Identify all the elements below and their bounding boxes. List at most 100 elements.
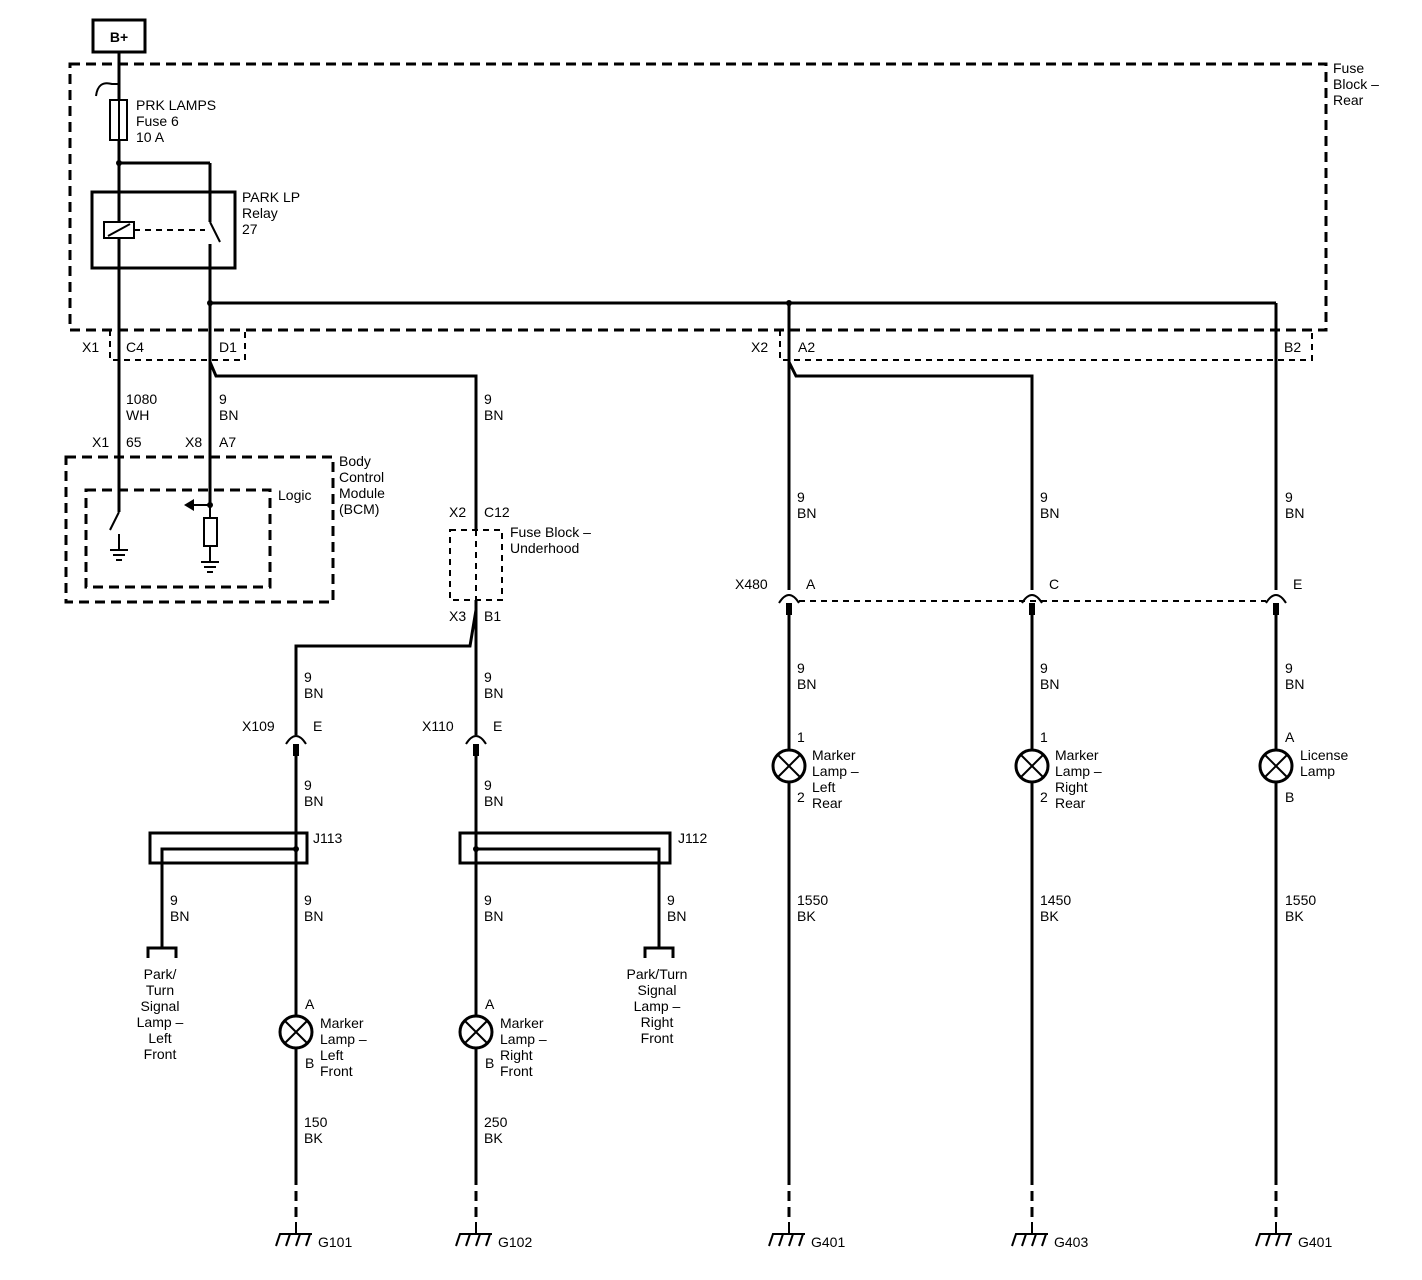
wire-label: 9 — [219, 391, 227, 407]
wire-label: 9 — [170, 892, 178, 908]
lamp-pin: A — [305, 996, 315, 1012]
connector-x480-c-icon — [1021, 594, 1043, 604]
lamp-label: Turn — [146, 982, 174, 998]
ground-g401-right: G401 — [1255, 1222, 1332, 1250]
lamp-label: Park/ — [144, 966, 177, 982]
connector-x1-outline — [109, 330, 246, 361]
lamp-label: Right — [500, 1047, 533, 1063]
bcm-outline — [64, 455, 335, 604]
lamp-label: Front — [641, 1030, 674, 1046]
chassis-ground-icon — [768, 1222, 805, 1247]
bcm-pin-x8: X8 — [185, 434, 202, 450]
splice-j113-label: J113 — [313, 830, 343, 846]
lamp-label: Marker — [812, 747, 856, 763]
lamp-label: Front — [320, 1063, 353, 1079]
connector-x110-icon — [465, 735, 487, 745]
splice-j112-label: J112 — [678, 830, 708, 846]
wire-label: 9 — [304, 777, 312, 793]
wire-label: 9 — [484, 892, 492, 908]
connector-x110-pin: E — [493, 718, 502, 734]
bcm-logic-label: Logic — [278, 487, 311, 503]
lamp-label: Front — [144, 1046, 177, 1062]
lamp-pin: B — [485, 1055, 494, 1071]
lamp-label: Marker — [320, 1015, 364, 1031]
conn-c4: C4 — [126, 339, 144, 355]
fuse-block-rear-title-3: Rear — [1333, 92, 1364, 108]
wire-label: BN — [484, 685, 503, 701]
lamp-label: Lamp – — [812, 763, 859, 779]
lamp-label: Marker — [1055, 747, 1099, 763]
conn-d1: D1 — [219, 339, 237, 355]
wire-label: 9 — [667, 892, 675, 908]
connector-x480-pin-c: C — [1049, 576, 1059, 592]
relay-label-1: PARK LP — [242, 189, 300, 205]
relay-label-3: 27 — [242, 221, 258, 237]
fbu-c12: C12 — [484, 504, 510, 520]
wire-label: 9 — [1040, 660, 1048, 676]
fbu-x3: X3 — [449, 608, 466, 624]
fbu-x2: X2 — [449, 504, 466, 520]
wire-label: BN — [484, 793, 503, 809]
connector-x480-a-icon — [778, 594, 800, 604]
ground-label: G101 — [318, 1234, 352, 1250]
wire-to-x109 — [294, 609, 478, 735]
fbu-title-1: Fuse Block – — [510, 524, 591, 540]
ground-g101: G101 — [275, 1222, 352, 1250]
lamp-pin: A — [1285, 729, 1295, 745]
bcm-title-4: (BCM) — [339, 501, 379, 517]
fuse-block-rear-title-1: Fuse — [1333, 60, 1364, 76]
connector-x480-e-icon — [1265, 594, 1287, 604]
lamp-label: Signal — [638, 982, 677, 998]
connector-x480-label: X480 — [735, 576, 768, 592]
wire-label: BN — [484, 407, 503, 423]
wire-label: 9 — [1285, 660, 1293, 676]
lamp-marker-left-rear: 1 2 Marker Lamp – Left Rear — [771, 729, 859, 811]
lamp-label: Lamp — [1300, 763, 1335, 779]
wire-label: BK — [304, 1130, 323, 1146]
ground-g403: G403 — [1011, 1222, 1088, 1250]
wire-label: BN — [170, 908, 189, 924]
battery-positive-box: B+ — [91, 18, 147, 54]
wire-label: 9 — [484, 669, 492, 685]
bcm-logic-outline — [84, 488, 272, 589]
wire-label: 9 — [484, 777, 492, 793]
wire-label: BN — [1285, 676, 1304, 692]
bcm-pin-x1: X1 — [92, 434, 109, 450]
ground-label: G102 — [498, 1234, 532, 1250]
wire-label: BN — [797, 676, 816, 692]
wire-label: BN — [304, 908, 323, 924]
fuse-label-2: Fuse 6 — [136, 113, 179, 129]
connector-x110-label: X110 — [422, 718, 454, 734]
lamp-pin: 2 — [797, 789, 805, 805]
lamp-label: Rear — [812, 795, 843, 811]
lamp-label: Marker — [500, 1015, 544, 1031]
wire-label: BK — [1285, 908, 1304, 924]
fuse-label-3: 10 A — [136, 129, 165, 145]
lamp-label: Left — [320, 1047, 343, 1063]
fuse-label-1: PRK LAMPS — [136, 97, 216, 113]
connector-x109-icon — [285, 735, 307, 745]
chassis-ground-icon — [1255, 1222, 1292, 1247]
bcm-title-1: Body — [339, 453, 371, 469]
wire-label: 9 — [797, 660, 805, 676]
fuse-block-rear-outline — [68, 62, 1328, 332]
conn-x2: X2 — [751, 339, 768, 355]
bcm-pin-65: 65 — [126, 434, 142, 450]
wire-label: 9 — [1040, 489, 1048, 505]
wire-label: 9 — [797, 489, 805, 505]
ground-g401-left: G401 — [768, 1222, 845, 1250]
wire-label: 9 — [304, 892, 312, 908]
relay-label-2: Relay — [242, 205, 278, 221]
lamp-label: Right — [1055, 779, 1088, 795]
wire-label: BK — [797, 908, 816, 924]
connector-end-icon — [643, 946, 675, 958]
wire-label: BN — [304, 685, 323, 701]
battery-label: B+ — [110, 29, 128, 45]
park-turn-left-front-label: Park/ Turn Signal Lamp – Left Front — [137, 966, 184, 1062]
chassis-ground-icon — [455, 1222, 492, 1247]
lamp-marker-right-rear: 1 2 Marker Lamp – Right Rear — [1014, 729, 1102, 811]
chassis-ground-icon — [1011, 1222, 1048, 1247]
lamp-pin: A — [485, 996, 495, 1012]
connector-x109-pin: E — [313, 718, 322, 734]
